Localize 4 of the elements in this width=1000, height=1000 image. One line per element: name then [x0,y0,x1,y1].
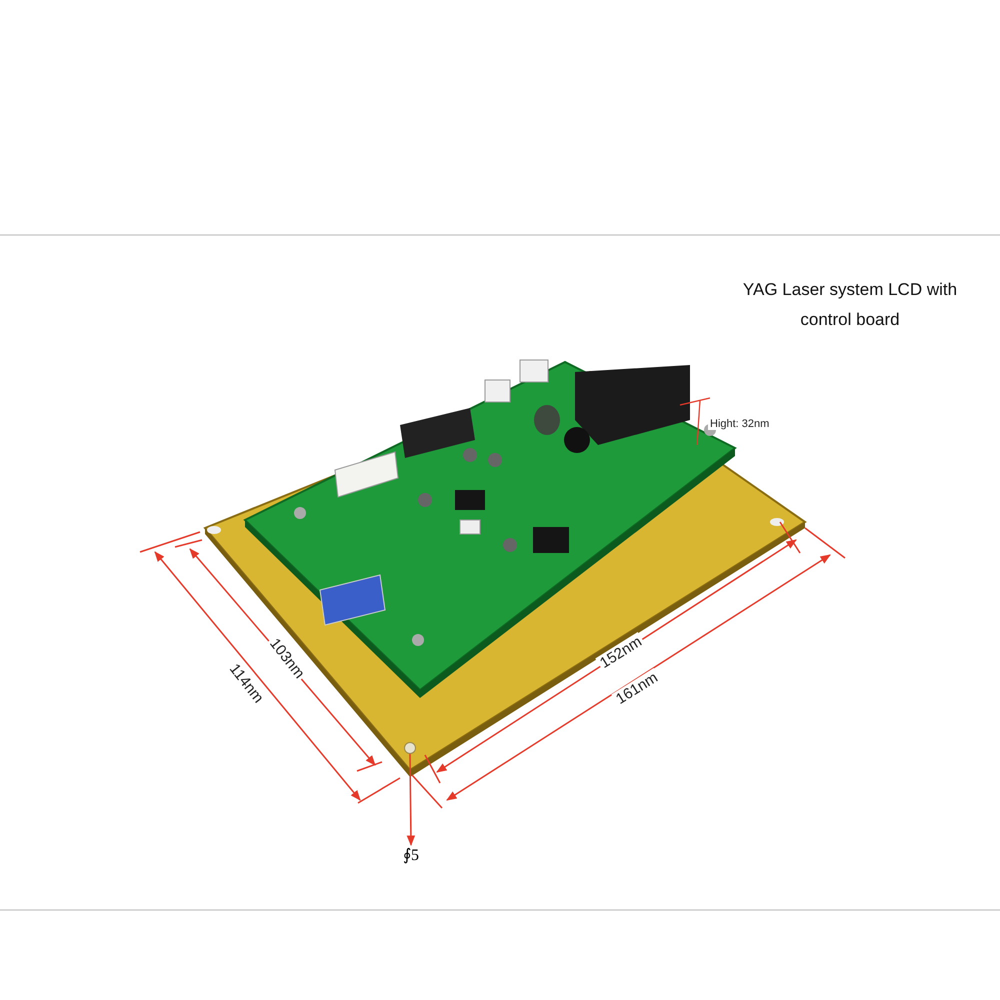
diameter-label: ∮5 [398,845,424,867]
height-dimension-label: Hight: 32nm [708,418,772,430]
diagram-title: YAG Laser system LCD with control board [742,279,958,331]
leader-line [406,754,416,846]
